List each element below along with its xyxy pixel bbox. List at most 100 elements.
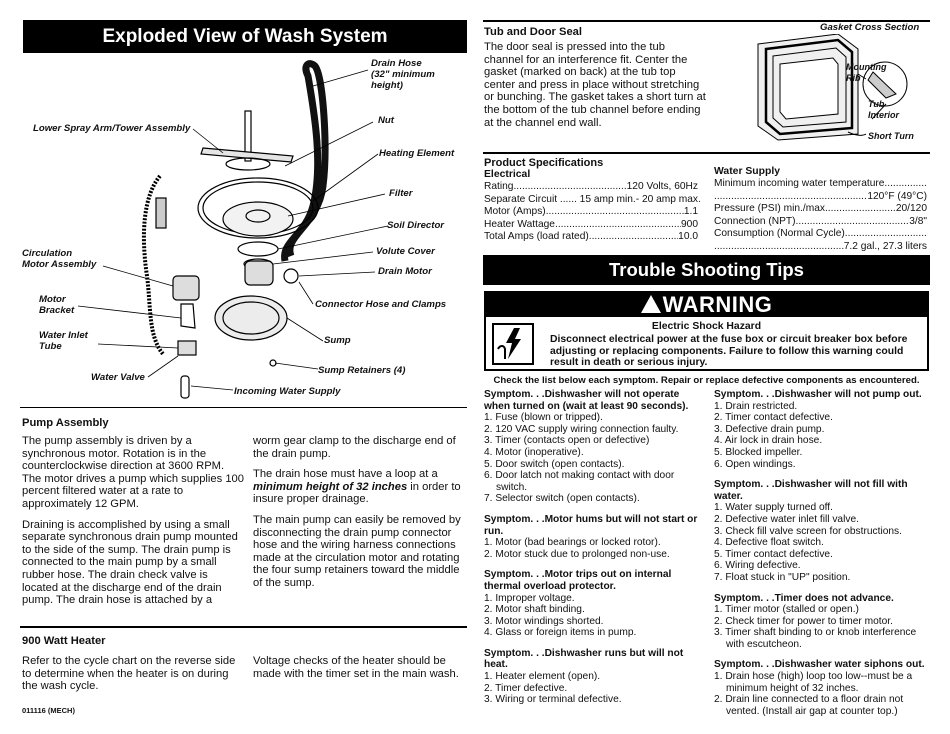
symptom-cause-item: 7. Float stuck in "UP" position. (714, 571, 851, 583)
spec-row: Heater Wattage .........................… (484, 219, 698, 232)
divider (483, 20, 930, 22)
symptom-cause-item: 1. Drain hose (high) loop too low--must … (714, 671, 913, 694)
symptom-cause-item: 1. Water supply turned off. (714, 502, 833, 514)
symptom-cause-item: 3. Timer shaft binding to or knob interf… (714, 627, 917, 650)
electrical-spec-list: Rating .................................… (484, 181, 701, 244)
symptom-cause-item: 4. Motor (inoperative). (484, 446, 584, 458)
callout-heating-element: Heating Element (379, 148, 455, 159)
callout-motor-bracket: Motor Bracket (39, 294, 75, 316)
symptom-cause-item: 4. Glass or foreign items in pump. (484, 627, 637, 639)
callout-volute-cover: Volute Cover (376, 246, 435, 257)
symptom-cause-item: 5. Door switch (open contacts). (484, 458, 625, 470)
callout-sump: Sump (324, 335, 351, 346)
spec-label: Rating (484, 181, 514, 192)
spec-value: 20/120 (895, 203, 927, 215)
spec-label: Total Amps (load rated) (484, 231, 589, 243)
spec-row: Separate Circuit ...... 15 amp min.- 20 … (484, 193, 701, 207)
spec-leader-dots: ........................................… (884, 178, 927, 189)
symptom-cause-item: 1. Improper voltage. (484, 592, 575, 604)
symptom-cause-item: 1. Drain restricted. (714, 400, 798, 412)
symptom-block: Symptom. . .Motor hums but will not star… (484, 514, 702, 560)
product-specifications: Product Specifications Electrical Rating… (484, 157, 701, 244)
callout-soil-director: Soil Director (387, 220, 445, 231)
symptom-cause-item: 2. Timer defective. (484, 682, 568, 694)
symptom-cause-item: 2. Motor stuck due to prolonged non-use. (484, 548, 670, 560)
divider (20, 626, 467, 628)
symptom-title: Symptom. . .Dishwasher will not fill wit… (714, 479, 908, 502)
symptom-block: Symptom. . .Dishwasher runs but will not… (484, 648, 702, 706)
spec-row: Connection (NPT) .......................… (714, 216, 927, 229)
tub-seal-text: The door seal is pressed into the tub ch… (484, 41, 706, 129)
callout-water-valve: Water Valve (91, 372, 145, 383)
spec-value: 120 Volts, 60Hz (626, 181, 698, 192)
diagram-title: Exploded View of Wash System (102, 26, 388, 47)
symptoms-column-1: Symptom. . .Dishwasher will not operate … (484, 389, 702, 715)
symptom-cause-item: 3. Motor windings shorted. (484, 615, 604, 627)
symptom-cause-item: 3. Check fill valve screen for obstructi… (714, 525, 902, 537)
symptom-title: Symptom. . .Motor trips out on internal … (484, 569, 672, 592)
symptom-cause-item: 2. Motor shaft binding. (484, 604, 585, 616)
callout-circulation-motor: Circulation Motor Assembly (22, 248, 97, 270)
symptom-block: Symptom. . .Timer does not advance.1. Ti… (714, 593, 930, 651)
gasket-tub-interior: Tub Interior (868, 99, 900, 120)
water-heading: Water Supply (714, 166, 781, 177)
spec-value: 900 (681, 218, 698, 230)
symptom-title: Symptom. . .Dishwasher will not pump out… (714, 389, 922, 400)
spec-row: Motor (Amps) ...........................… (484, 206, 698, 219)
warning-subtitle: Electric Shock Hazard (651, 321, 762, 332)
symptom-cause-item: 7. Selector switch (open contacts). (484, 493, 640, 505)
spec-value: 10.0 (678, 231, 698, 243)
spec-leader-dots: ........................................… (588, 231, 678, 243)
spec-label: Heater Wattage (484, 218, 555, 230)
water-supply: Water Supply Minimum incoming water temp… (714, 166, 927, 254)
symptom-block: Symptom. . .Dishwasher will not operate … (484, 389, 702, 505)
spec-row: Minimum incoming water temperature .....… (714, 178, 927, 191)
warning-box: WARNING Electric Shock Hazard Disconnect… (484, 291, 929, 371)
symptom-block: Symptom. . .Dishwasher water siphons out… (714, 659, 930, 717)
symptom-cause-item: 2. 120 VAC supply wiring connection faul… (484, 423, 679, 435)
callout-sump-retainers: Sump Retainers (4) (318, 365, 406, 376)
trouble-instruction: Check the list below each symptom. Repai… (493, 375, 920, 386)
warning-triangle-icon (640, 295, 661, 313)
symptom-title: Symptom. . .Dishwasher water siphons out… (714, 659, 925, 671)
symptom-cause-item: 3. Defective drain pump. (714, 423, 825, 435)
symptom-cause-item: 2. Drain line connected to a floor drain… (714, 694, 904, 717)
callout-filter: Filter (389, 188, 413, 199)
symptom-cause-item: 6. Open windings. (714, 458, 796, 470)
gasket-title: Gasket Cross Section (820, 22, 920, 33)
callout-lower-spray-arm: Lower Spray Arm/Tower Assembly (33, 123, 191, 134)
gasket-short-turn: Short Turn (868, 131, 914, 141)
symptom-cause-item: 4. Air lock in drain hose. (714, 435, 823, 447)
callout-drain-motor: Drain Motor (378, 266, 432, 277)
tub-seal-heading: Tub and Door Seal (484, 26, 582, 38)
electrical-heading: Electrical (484, 169, 531, 180)
spec-label: Separate Circuit ...... 15 amp min.- 20 … (484, 193, 701, 205)
symptom-title: Symptom. . .Motor hums but will not star… (484, 513, 698, 537)
warning-banner: WARNING (486, 293, 927, 317)
specs-heading: Product Specifications (484, 157, 604, 169)
symptom-cause-item: 6. Wiring defective. (714, 560, 801, 572)
spec-label: Pressure (PSI) min./max. (714, 203, 828, 215)
diagram-title-bar: Exploded View of Wash System (23, 20, 467, 53)
spec-row: Total Amps (load rated) ................… (484, 231, 698, 244)
spec-row: ........................................… (714, 191, 927, 204)
pump-assembly-col1: The pump assembly is driven by a synchro… (22, 435, 244, 607)
symptom-title: Symptom. . .Timer does not advance. (714, 592, 894, 604)
symptom-cause-item: 2. Check timer for power to timer motor. (714, 615, 893, 627)
trouble-title: Trouble Shooting Tips (609, 259, 804, 280)
symptom-block: Symptom. . .Dishwasher will not fill wit… (714, 479, 930, 583)
symptom-cause-item: 1. Timer motor (stalled or open.) (714, 604, 859, 616)
warning-text: Disconnect electrical power at the fuse … (550, 334, 908, 369)
callout-nut: Nut (378, 115, 394, 126)
symptom-cause-item: 1. Fuse (blown or tripped). (484, 412, 603, 424)
symptom-title: Symptom. . .Dishwasher runs but will not… (484, 647, 684, 671)
callout-connector-hose: Connector Hose and Clamps (315, 299, 447, 310)
spec-leader-dots: ........................................… (545, 206, 684, 218)
heater-col2: Voltage checks of the heater should be m… (253, 655, 459, 680)
symptom-block: Symptom. . .Dishwasher will not pump out… (714, 389, 930, 470)
callout-drain-hose: Drain Hose (32" minimum height) (371, 58, 435, 91)
divider (483, 152, 930, 154)
spec-label: Connection (NPT) (714, 215, 796, 227)
spec-row: Rating .................................… (484, 181, 698, 194)
gasket-mounting-rib: Mounting Rib (846, 62, 887, 83)
